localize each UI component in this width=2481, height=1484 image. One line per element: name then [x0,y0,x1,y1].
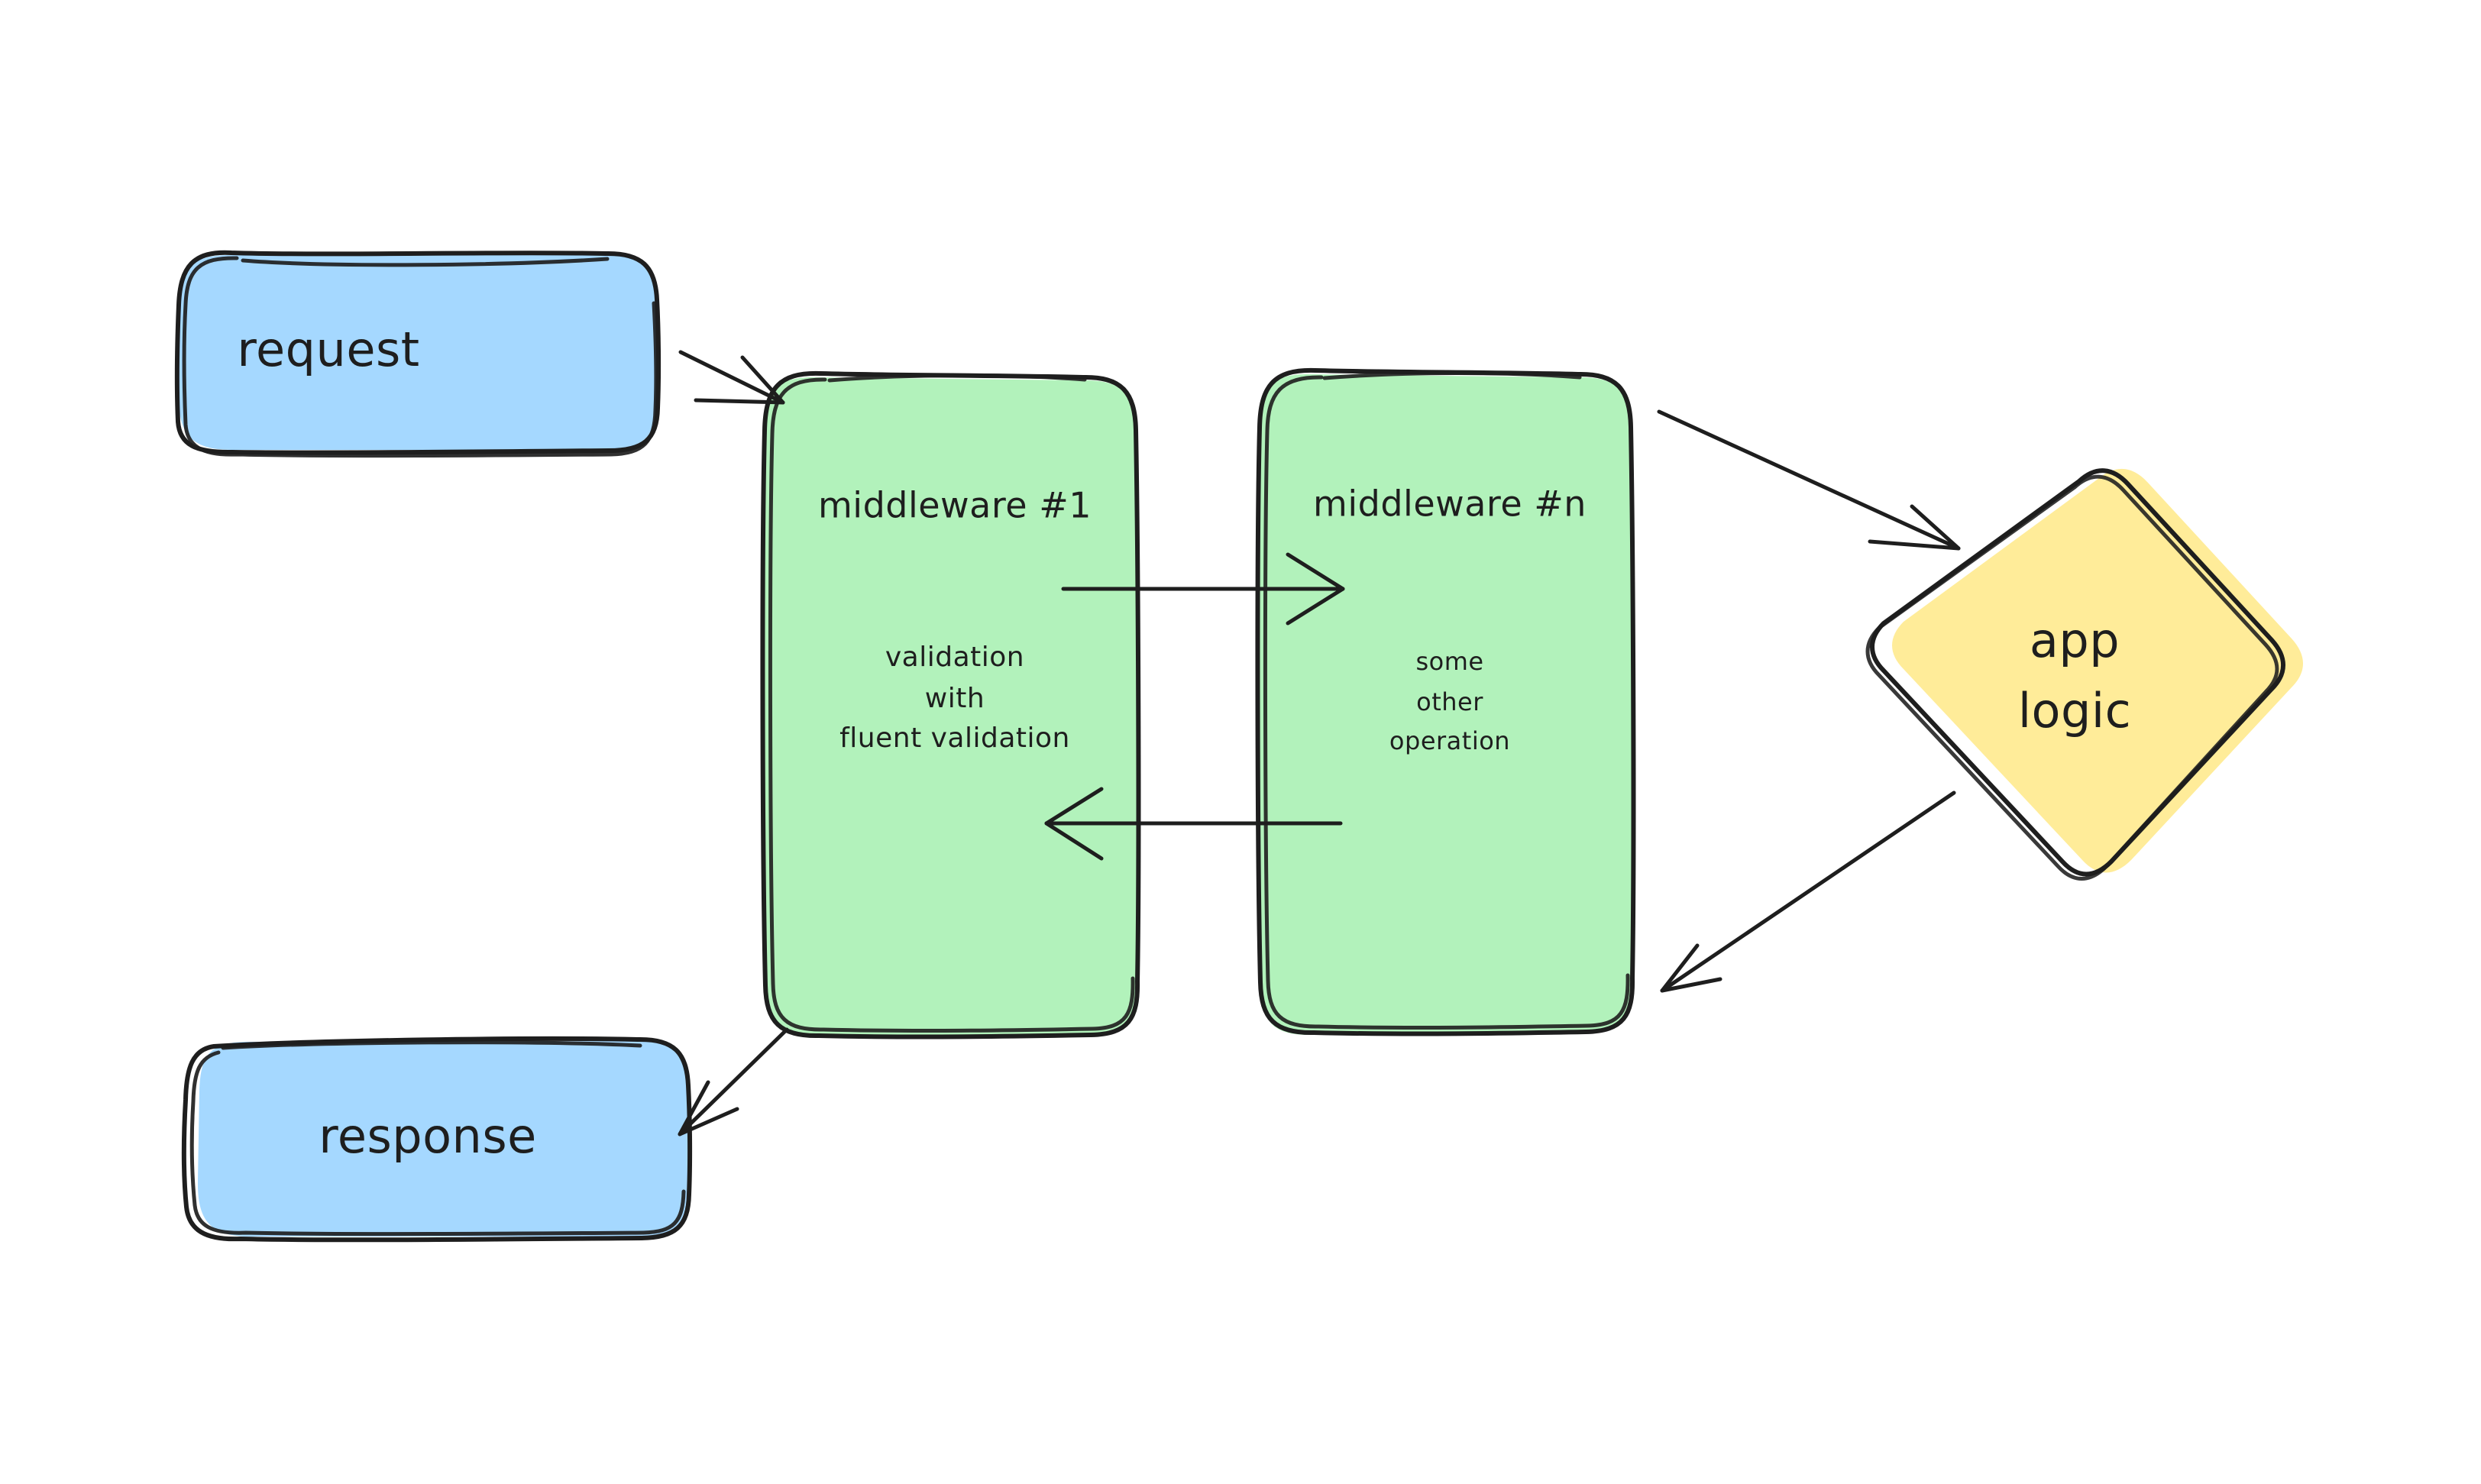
app-logic-label-line-1: app [2030,613,2120,668]
edge-middleware-1-to-response[interactable] [678,1027,789,1136]
edge-middleware-n-to-middleware-1[interactable] [1044,787,1343,861]
middleware-1-fill [764,377,1138,1037]
node-request[interactable]: request [174,250,661,458]
app-logic-label-line-2: logic [2018,683,2131,739]
middleware-1-outline-a [760,370,1141,1039]
response-fill [197,1040,691,1237]
middleware-1-body-line-3: fluent validation [839,723,1070,754]
middleware-1-title: middleware #1 [818,485,1092,526]
edge-middleware-1-to-middleware-n[interactable] [1061,552,1345,626]
middleware-1-outline-b [768,373,1135,1033]
edge-middleware-n-to-app-logic-shaft [1657,409,1961,551]
node-middleware-n[interactable]: middleware #n some other operation [1255,367,1636,1036]
middleware-n-body-line-1: some [1415,647,1483,676]
request-outline-b [182,256,658,458]
edge-app-logic-to-middleware-n[interactable] [1660,790,1956,993]
middleware-n-body-line-3: operation [1389,726,1510,755]
edge-middleware-n-to-middleware-1-head [1044,787,1104,861]
middleware-n-title: middleware #n [1313,483,1587,525]
middleware-n-outline-b [1263,371,1630,1030]
node-app-logic[interactable]: app logic [1865,468,2303,881]
edge-request-to-middleware-1-head [694,355,785,405]
response-outline-b [189,1040,686,1237]
middleware-1-body-line-1: validation [885,642,1024,673]
edge-middleware-1-to-response-head [678,1080,739,1136]
middleware-n-body-line-2: other [1416,687,1483,716]
edge-middleware-1-to-response-shaft [678,1027,789,1136]
request-label: request [237,322,419,377]
edge-middleware-1-to-middleware-n-head [1286,552,1345,626]
edge-middleware-n-to-app-logic[interactable] [1657,409,1961,551]
edge-request-to-middleware-1-shaft [678,350,785,405]
app-logic-fill [1892,468,2303,873]
edge-request-to-middleware-1[interactable] [678,350,785,405]
app-logic-outline-b [1865,474,2279,881]
request-fill [178,254,658,450]
edge-middleware-n-to-app-logic-head [1868,504,1961,551]
node-middleware-1[interactable]: middleware #1 validation with fluent val… [760,370,1141,1039]
request-outline-a [174,250,661,455]
middleware-n-fill [1259,374,1633,1036]
edge-app-logic-to-middleware-n-head [1660,943,1722,993]
middleware-n-outline-a [1255,367,1636,1036]
edge-app-logic-to-middleware-n-shaft [1660,790,1956,993]
response-outline-a [181,1036,693,1243]
middleware-1-body-line-2: with [925,683,985,714]
response-label: response [319,1108,537,1164]
node-response[interactable]: response [181,1036,693,1243]
